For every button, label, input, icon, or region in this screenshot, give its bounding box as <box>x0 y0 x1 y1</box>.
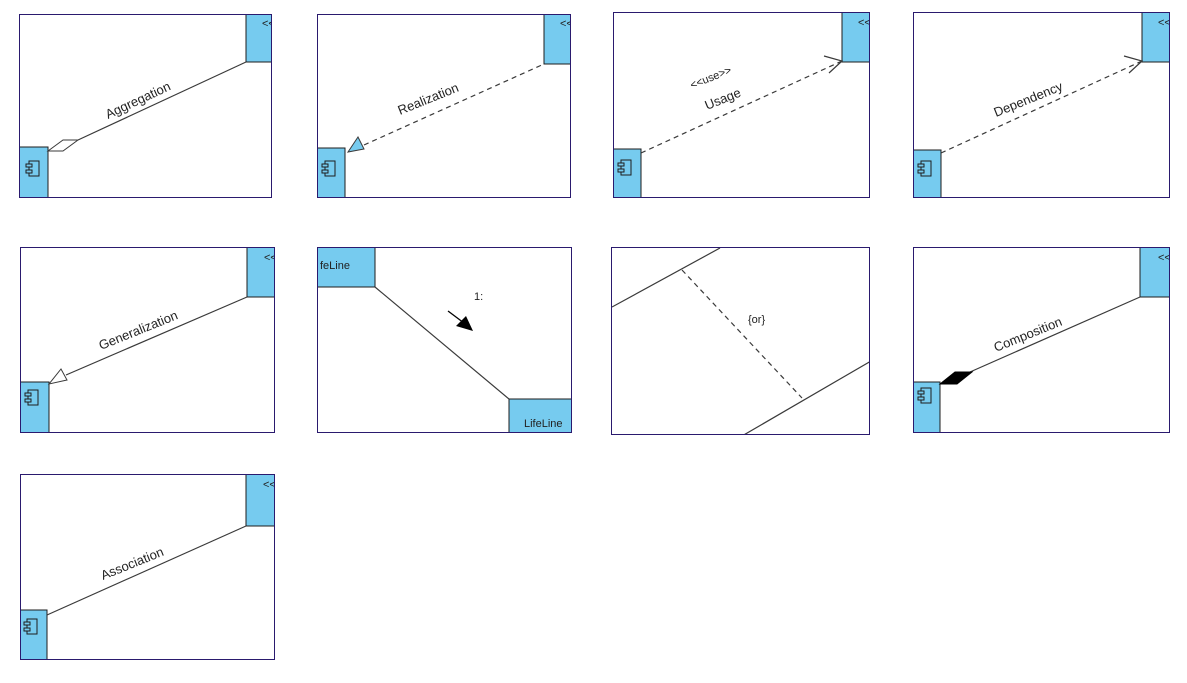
component-icon <box>321 160 336 177</box>
dependency-diagram: << Dependency <box>914 13 1170 198</box>
aggregation-line[interactable] <box>77 61 247 141</box>
constraint-label: {or} <box>748 314 765 326</box>
message-arrow-icon <box>456 316 473 331</box>
source-component-box[interactable] <box>21 609 48 660</box>
realization-tile: << Realization <box>317 14 571 198</box>
component-icon <box>23 618 38 635</box>
generalization-label: Generalization <box>97 307 180 352</box>
usage-stereotype: <<use>> <box>689 64 734 91</box>
upper-association-line[interactable] <box>612 248 721 308</box>
usage-label: Usage <box>703 85 743 113</box>
dependency-arrowhead <box>1123 55 1144 74</box>
message-diagram: feLine LifeLine 1: <box>318 248 572 433</box>
source-component-box[interactable] <box>614 148 642 198</box>
generalization-line[interactable] <box>65 296 248 376</box>
aggregation-diagram: << Aggregation <box>20 15 272 198</box>
component-icon <box>617 159 632 176</box>
lower-association-line[interactable] <box>742 361 870 435</box>
target-component-box[interactable] <box>1139 248 1170 298</box>
realization-label: Realization <box>396 80 461 118</box>
aggregation-tile: << Aggregation <box>19 14 272 198</box>
target-component-box[interactable] <box>245 15 272 63</box>
usage-diagram: << <<use>> Usage <box>614 13 870 198</box>
association-line[interactable] <box>46 525 247 616</box>
target-stereotype: << <box>263 479 275 491</box>
usage-line[interactable] <box>640 60 843 154</box>
constraint-tile: {or} <box>611 247 870 435</box>
target-lifeline-box[interactable] <box>508 398 572 433</box>
association-diagram: << Association <box>21 475 275 660</box>
generalization-diagram: << Generalization <box>21 248 275 432</box>
source-component-box[interactable] <box>914 149 942 198</box>
message-line[interactable] <box>374 286 510 400</box>
dependency-line[interactable] <box>940 60 1143 154</box>
composition-diamond <box>938 371 974 385</box>
composition-tile: << Composition <box>913 247 1170 433</box>
aggregation-label: Aggregation <box>103 78 173 121</box>
source-component-box[interactable] <box>914 381 941 433</box>
target-component-box[interactable] <box>245 475 275 527</box>
dependency-tile: << Dependency <box>913 12 1170 198</box>
target-stereotype: << <box>560 18 571 30</box>
aggregation-diamond <box>46 139 80 152</box>
composition-label: Composition <box>992 314 1065 355</box>
usage-arrowhead <box>823 55 844 74</box>
target-stereotype: << <box>1158 252 1170 264</box>
source-component-box[interactable] <box>20 146 49 198</box>
target-lifeline-label: LifeLine <box>524 418 563 430</box>
target-component-box[interactable] <box>543 15 571 65</box>
target-component-box[interactable] <box>841 13 870 63</box>
usage-tile: << <<use>> Usage <box>613 12 870 198</box>
generalization-triangle <box>47 368 68 385</box>
source-lifeline-box[interactable] <box>318 248 376 288</box>
composition-line[interactable] <box>969 296 1141 373</box>
realization-diagram: << Realization <box>318 15 571 197</box>
realization-line[interactable] <box>363 63 545 146</box>
dependency-label: Dependency <box>992 78 1066 119</box>
component-icon <box>24 389 39 406</box>
target-component-box[interactable] <box>246 248 275 298</box>
component-icon <box>917 387 932 404</box>
target-stereotype: << <box>1158 17 1170 29</box>
constraint-line[interactable] <box>681 269 803 399</box>
source-lifeline-label: feLine <box>320 260 350 272</box>
realization-triangle <box>346 136 365 153</box>
target-stereotype: << <box>264 252 275 264</box>
message-number: 1: <box>474 291 483 303</box>
message-tile: feLine LifeLine 1: <box>317 247 572 433</box>
component-icon <box>917 160 932 177</box>
target-component-box[interactable] <box>1141 13 1170 63</box>
component-icon <box>25 160 40 177</box>
association-tile: << Association <box>20 474 275 660</box>
composition-diagram: << Composition <box>914 248 1170 433</box>
target-stereotype: << <box>262 18 272 30</box>
target-stereotype: << <box>858 17 870 29</box>
generalization-tile: << Generalization <box>20 247 275 433</box>
constraint-diagram: {or} <box>612 248 870 435</box>
